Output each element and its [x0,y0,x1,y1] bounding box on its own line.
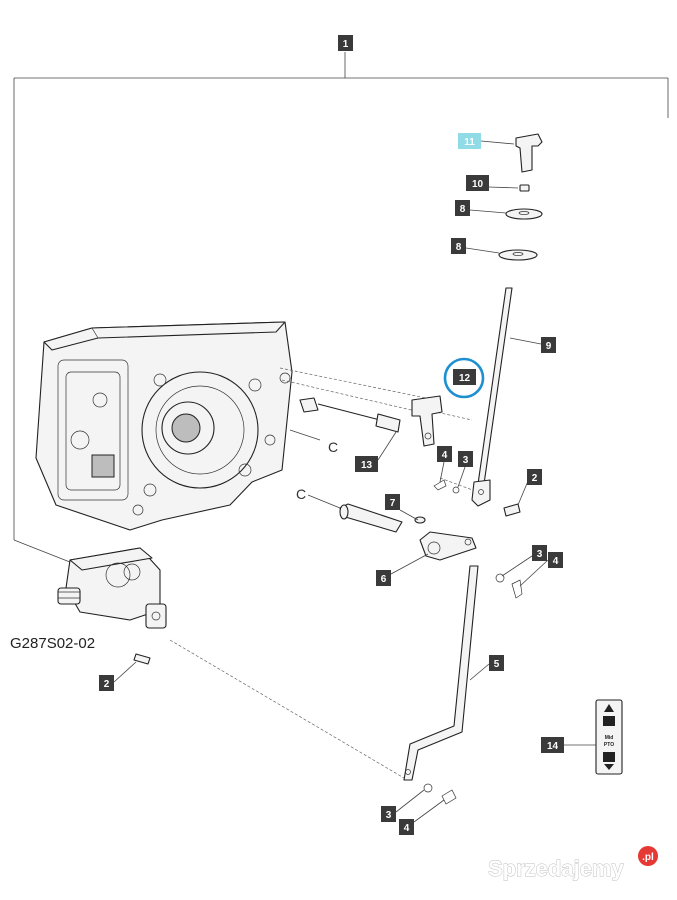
svg-text:3: 3 [386,810,392,821]
callout-9: 9 [509,337,556,353]
svg-text:11: 11 [464,137,475,148]
pto-gearbox: G287S02-02 [10,547,167,652]
callout-4-upper: 4 [437,446,452,483]
callout-12: 12 [443,357,485,399]
callout-3-lower: 3 [381,789,425,822]
svg-text:7: 7 [390,498,396,509]
callout-4-right: 4 [519,552,563,587]
callout-8-upper: 8 [455,200,507,216]
decal-line-1: Mid [605,735,614,741]
svg-text:4: 4 [553,556,559,567]
svg-text:4: 4 [404,823,410,834]
callout-4-lower: 4 [399,799,445,835]
watermark: Sprzedajemy .pl [488,846,658,881]
hardware-set-right [495,573,523,599]
reference-letter-c-upper: C [328,439,338,455]
svg-text:13: 13 [361,460,373,471]
hardware-set-upper [433,479,521,517]
washer-upper [505,208,543,220]
svg-text:4: 4 [442,450,448,461]
watermark-text: Sprzedajemy [488,856,624,881]
callout-14: 14 [541,737,596,753]
svg-text:1: 1 [343,39,349,50]
svg-text:2: 2 [104,679,110,690]
svg-text:14: 14 [547,741,559,752]
hardware-set-lower [423,783,457,805]
svg-text:6: 6 [381,574,387,585]
bracket [411,395,443,447]
callout-3-upper: 3 [457,451,473,488]
transmission-housing [35,321,293,531]
callout-6: 6 [376,553,429,586]
callout-2-upper: 2 [517,469,542,506]
watermark-badge: .pl [642,852,654,863]
drawing-code: G287S02-02 [10,635,95,652]
svg-text:8: 8 [460,204,466,215]
callout-1: 1 [338,35,353,51]
linkage-rod [403,565,479,781]
svg-text:10: 10 [472,179,484,190]
pto-decal: Mid PTO [595,699,623,775]
svg-text:12: 12 [459,373,471,384]
callout-10: 10 [466,175,519,191]
cable-assembly [289,397,401,441]
lever-knob [515,133,543,173]
svg-text:5: 5 [494,659,500,670]
svg-text:8: 8 [456,242,462,253]
reference-letter-c-lower: C [296,486,306,502]
svg-text:9: 9 [546,341,552,352]
pin-lower [133,653,151,665]
callout-5: 5 [469,655,504,681]
lever-rod [471,287,513,507]
washer-lower [498,249,538,261]
assembly-bracket [13,52,669,567]
callout-13: 13 [355,431,397,472]
callout-11: 11 [458,133,515,149]
svg-text:3: 3 [537,549,543,560]
pin [519,184,530,192]
callout-7: 7 [385,494,419,521]
callout-3-right: 3 [501,545,547,577]
callout-8-lower: 8 [451,238,500,254]
decal-line-2: PTO [604,742,614,748]
svg-text:2: 2 [532,473,538,484]
pivot-shaft [339,503,477,561]
callout-2-lower: 2 [99,661,137,691]
svg-text:3: 3 [463,455,469,466]
